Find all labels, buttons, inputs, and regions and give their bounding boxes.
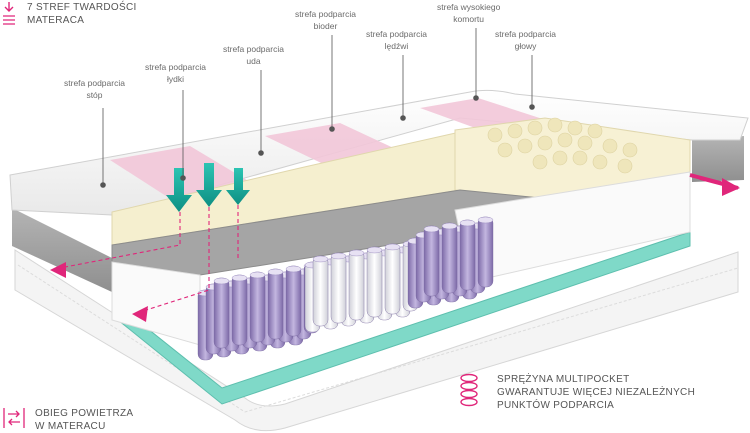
pocket-spring [441, 222, 458, 294]
pressure-arrows [166, 163, 250, 212]
pocket-spring [267, 268, 284, 340]
pocket-spring-cap [231, 274, 248, 282]
pocket-spring [330, 252, 347, 324]
pocket-spring [312, 255, 329, 327]
grey-side-band-right [692, 136, 744, 182]
pocket-spring [423, 225, 440, 297]
spring-legend-line1: SPRĘŻYNA MULTIPOCKET [497, 374, 630, 385]
pocket-spring-cap [312, 255, 329, 263]
airflow-legend-line2: W MATERACU [35, 421, 106, 432]
header-title-line2: MATERACA [27, 15, 85, 26]
pocket-spring-cap [285, 265, 302, 273]
pocket-spring [213, 277, 230, 349]
pocket-spring-cap [441, 222, 458, 230]
pocket-spring-cap [348, 249, 365, 257]
egg-crate-bumps [487, 117, 638, 174]
airflow-legend-line1: OBIEG POWIETRZA [35, 408, 134, 419]
pocket-springs [197, 216, 494, 361]
pocket-spring-cap [459, 219, 476, 227]
pocket-spring-cap [330, 252, 347, 260]
pocket-spring [231, 274, 248, 346]
pocket-spring-cap [423, 225, 440, 233]
spring-legend-line3: PUNKTÓW PODPARCIA [497, 400, 615, 411]
pocket-spring [366, 246, 383, 318]
pocket-spring [348, 249, 365, 321]
zones-arrow-icon [3, 2, 15, 25]
pocket-spring [384, 243, 401, 315]
zone-pointers [100, 28, 535, 188]
pocket-spring-cap [213, 277, 230, 285]
mattress-base [14, 249, 739, 432]
spring-icon [460, 373, 478, 407]
grey-side-band-left [12, 208, 112, 292]
pocket-spring-cap [267, 268, 284, 276]
pocket-spring-cap [477, 216, 494, 224]
pocket-spring [285, 265, 302, 337]
pocket-spring [477, 216, 494, 288]
pocket-spring-cap [384, 243, 401, 251]
pocket-spring [249, 271, 266, 343]
pocket-spring [459, 219, 476, 291]
pocket-spring-cap [249, 271, 266, 279]
pocket-spring-cap [366, 246, 383, 254]
airflow-arrow-right [689, 173, 729, 187]
header-title-line1: 7 STREF TWARDOŚCI [27, 2, 137, 13]
airflow-icon [3, 408, 25, 428]
airflow-lines [59, 205, 239, 313]
spring-legend-line2: GWARANTUJE WIĘCEJ NIEZALEŻNYCH [497, 387, 696, 398]
